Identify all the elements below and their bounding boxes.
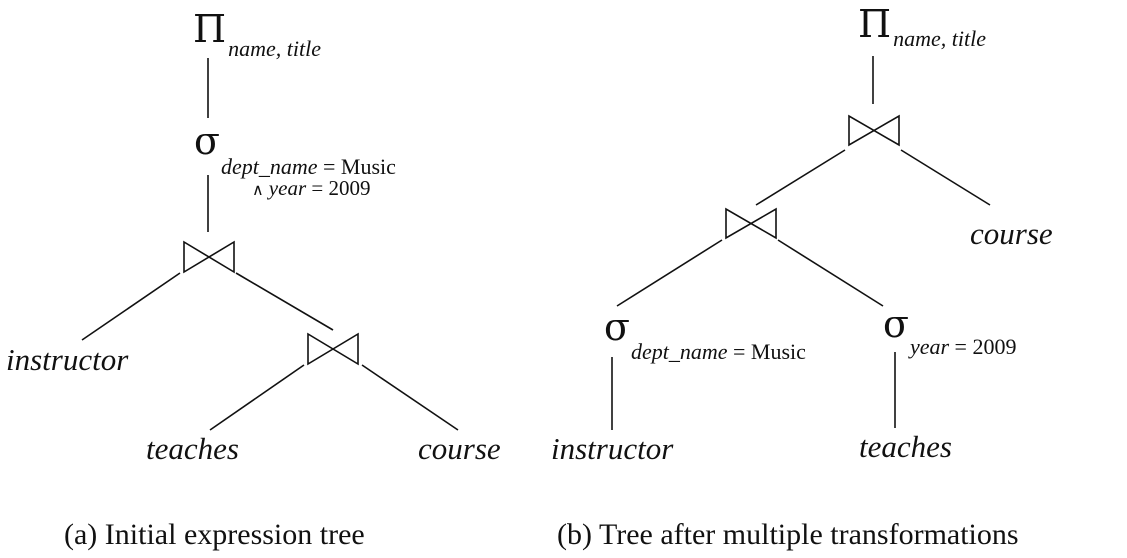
tree-a-projection: Πname, title	[193, 7, 321, 60]
edge-a-join-bottom-to-course	[361, 364, 459, 431]
tree-a-edges	[81, 58, 459, 431]
and-symbol: ∧	[252, 180, 269, 199]
tree-b-edges	[611, 56, 991, 430]
caption-b: (b) Tree after multiple transformations	[557, 518, 1019, 551]
tree-b-projection: Πname, title	[858, 2, 986, 50]
caption-a: (a) Initial expression tree	[64, 518, 365, 551]
relation-teaches: teaches	[859, 429, 952, 464]
tree-b-selection-left: σdept_name = Music	[604, 305, 806, 363]
natural-join-bowtie-icon	[725, 207, 777, 240]
projection-subscript: name, title	[228, 36, 322, 61]
natural-join-bowtie-icon	[307, 332, 359, 366]
projection-symbol: Π	[193, 7, 227, 51]
selection-symbol: σ	[194, 119, 220, 163]
edge-b-join-top-to-course	[900, 149, 991, 206]
tree-a-selection: σdept_name = Music	[194, 119, 396, 178]
natural-join-bowtie-icon	[183, 240, 235, 274]
selection-predicate-attr: dept_name	[630, 339, 728, 364]
tree-a-selection-second-line: ∧ year = 2009	[252, 178, 370, 199]
relation-course: course	[970, 216, 1053, 251]
edge-a-join-top-to-join-bottom	[235, 272, 334, 331]
edge-b-join-left-to-selection-right	[777, 239, 884, 307]
projection-subscript: name, title	[893, 26, 987, 51]
selection-symbol: σ	[604, 305, 630, 349]
selection-predicate-value: = 2009	[949, 334, 1017, 359]
natural-join-bowtie-icon	[848, 114, 900, 147]
projection-symbol: Π	[858, 2, 892, 46]
edge-a-join-top-to-instructor	[81, 272, 181, 341]
selection-predicate-attr: year	[909, 334, 950, 359]
selection-second-attr: year	[268, 176, 307, 200]
edge-b-join-top-to-join-left	[755, 149, 846, 206]
relation-instructor: instructor	[551, 431, 674, 466]
selection-predicate-value: = Music	[317, 154, 396, 179]
selection-predicate-value: = Music	[727, 339, 806, 364]
selection-predicate-attr: dept_name	[220, 154, 318, 179]
edge-b-join-left-to-selection-left	[616, 239, 723, 307]
selection-second-value: = 2009	[306, 176, 371, 200]
relation-instructor: instructor	[6, 342, 129, 377]
relation-course: course	[418, 431, 501, 466]
selection-symbol: σ	[883, 302, 909, 346]
relation-teaches: teaches	[146, 431, 239, 466]
tree-b-selection-right: σyear = 2009	[883, 302, 1016, 358]
edge-a-join-bottom-to-teaches	[209, 364, 305, 431]
